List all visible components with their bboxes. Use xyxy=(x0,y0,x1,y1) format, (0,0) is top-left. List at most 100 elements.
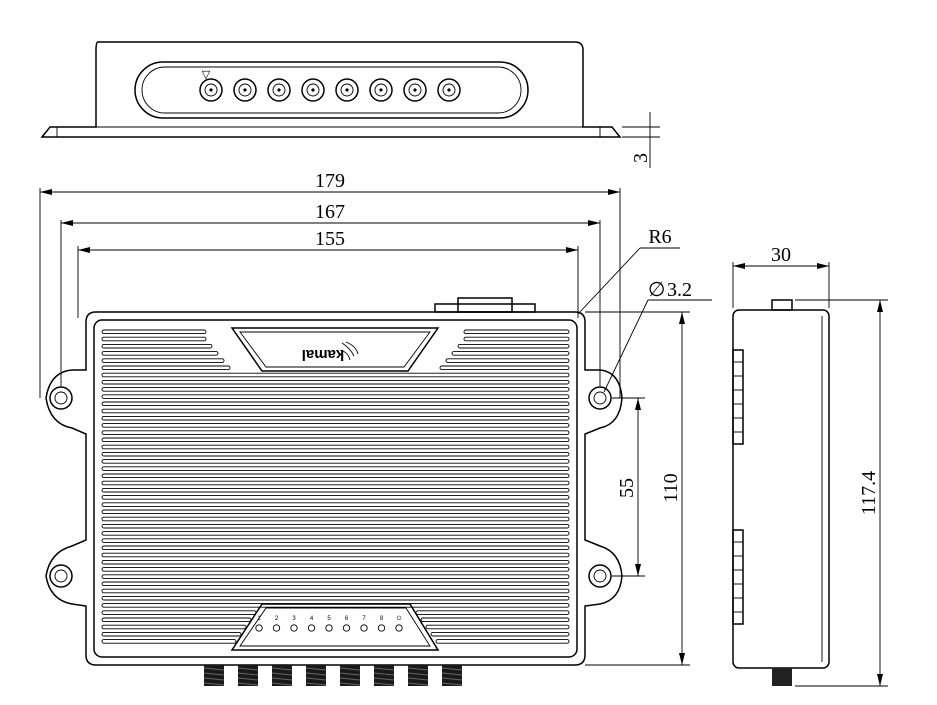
mount-hole-bottom-left-inner xyxy=(54,569,68,583)
antenna-port-thread xyxy=(441,667,463,671)
led-indicator-1 xyxy=(255,624,263,632)
cooling-fin xyxy=(445,358,570,363)
top-port-2-pin xyxy=(243,88,247,92)
cooling-fin xyxy=(101,588,570,594)
antenna-port-thread xyxy=(271,667,293,671)
cooling-fin xyxy=(425,624,570,630)
cooling-fin xyxy=(101,509,570,515)
led-indicator-5 xyxy=(325,624,333,632)
led-label-2: 2 xyxy=(275,616,279,622)
cooling-fin xyxy=(101,351,219,356)
antenna-port-thread xyxy=(441,682,463,686)
top-port-4-outer xyxy=(301,78,325,102)
led-label-3: 3 xyxy=(292,616,296,622)
antenna-port-4 xyxy=(306,665,326,686)
cooling-fin xyxy=(101,394,570,399)
cooling-fin xyxy=(101,387,570,392)
antenna-port-thread xyxy=(305,682,327,686)
cooling-fin xyxy=(101,516,570,522)
antenna-port-thread xyxy=(441,672,463,676)
cooling-fin xyxy=(101,559,570,565)
antenna-port-thread xyxy=(271,672,293,676)
top-port-4-pin xyxy=(311,88,315,92)
antenna-port-8 xyxy=(442,665,462,686)
led-indicator-4 xyxy=(307,624,316,632)
cooling-fin xyxy=(415,610,570,615)
antenna-port-2 xyxy=(238,665,258,686)
antenna-port-6 xyxy=(374,665,394,686)
top-port-7-pin xyxy=(413,88,417,92)
side-view-ticks xyxy=(733,361,743,613)
side-view-bottom-port xyxy=(772,668,792,686)
mount-hole-bottom-right-inner xyxy=(593,569,607,583)
top-port-2-outer xyxy=(233,78,257,102)
front-view-inner-frame xyxy=(93,319,578,658)
mount-hole-bottom-left xyxy=(49,564,73,588)
antenna-port-thread xyxy=(271,677,293,681)
antenna-port-thread xyxy=(305,667,327,671)
antenna-port-thread xyxy=(373,677,395,681)
antenna-port-thread xyxy=(339,672,361,676)
dim-167-label: 167 xyxy=(315,201,345,223)
led-panel xyxy=(230,603,440,651)
cooling-fin xyxy=(435,639,570,644)
dim-179-label: 179 xyxy=(315,170,345,192)
led-indicator-2 xyxy=(272,624,281,632)
cooling-fin xyxy=(101,430,570,435)
top-port-8-inner xyxy=(442,83,456,97)
dim-167-arrow-left xyxy=(61,220,73,226)
dim-110-label: 110 xyxy=(660,473,682,502)
mount-hole-top-right-inner xyxy=(593,391,607,405)
cooling-fin xyxy=(457,343,570,349)
top-port-5-inner xyxy=(340,83,354,97)
led-indicator-3 xyxy=(290,624,298,632)
cooling-fin xyxy=(101,473,570,479)
cooling-fin xyxy=(430,631,570,637)
top-view-body xyxy=(40,41,622,138)
top-view: ▽ 3 xyxy=(40,41,660,168)
antenna-port-thread xyxy=(373,667,395,671)
antenna-port-thread xyxy=(339,667,361,671)
port-marker-icon: ▽ xyxy=(202,68,211,81)
hole-diameter-leader xyxy=(603,299,649,393)
mount-hole-top-right xyxy=(588,386,612,410)
antenna-port-thread xyxy=(441,677,463,681)
top-connector-base xyxy=(434,303,536,313)
cooling-fin xyxy=(101,451,570,457)
top-port-4-inner xyxy=(306,83,320,97)
led-label-5: 5 xyxy=(327,616,331,622)
top-port-3-outer xyxy=(267,78,291,102)
hole-diameter-label: 3.2 xyxy=(667,279,692,301)
top-port-7-inner xyxy=(408,83,422,97)
antenna-port-3 xyxy=(272,665,292,686)
dim-110-arrow-bottom xyxy=(679,653,685,665)
antenna-port-thread xyxy=(339,682,361,686)
dim-30-arrow-left xyxy=(733,263,745,269)
antenna-port-thread xyxy=(237,672,259,676)
r6-leader xyxy=(577,247,641,315)
top-port-8-pin xyxy=(447,88,451,92)
dim-30-label: 30 xyxy=(771,244,791,266)
dim-117-label: 117.4 xyxy=(858,471,880,515)
cooling-fin xyxy=(101,552,570,558)
antenna-port-thread xyxy=(407,672,429,676)
cooling-fin xyxy=(463,329,570,335)
led-label-9: ⏻ xyxy=(397,615,402,622)
cooling-fin xyxy=(439,365,570,371)
logo-plate xyxy=(230,327,440,372)
logo-plate-inner xyxy=(239,331,431,368)
top-port-7-outer xyxy=(403,78,427,102)
cooling-fin xyxy=(101,379,570,385)
cooling-fin xyxy=(101,574,570,579)
cooling-fin xyxy=(101,444,570,450)
cooling-fin xyxy=(101,437,570,443)
mount-hole-top-left xyxy=(49,386,73,410)
led-indicator-8 xyxy=(377,624,386,632)
top-port-1-outer xyxy=(199,78,223,102)
mount-hole-top-left-inner xyxy=(54,391,68,405)
led-indicator-6 xyxy=(342,624,351,632)
cooling-fin xyxy=(101,401,570,407)
r6-label: R6 xyxy=(648,226,671,248)
antenna-port-thread xyxy=(407,667,429,671)
